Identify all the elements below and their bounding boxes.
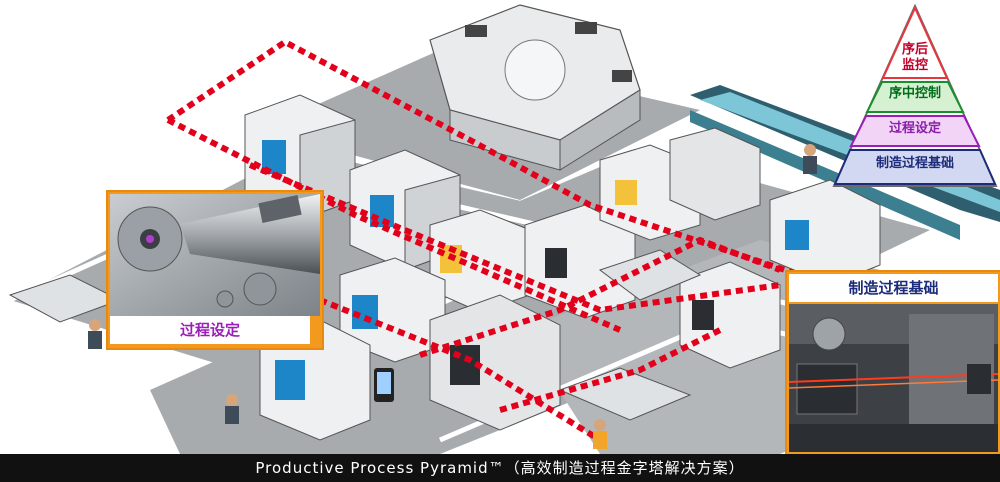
pyramid-level-in-process: 序中控制 bbox=[832, 86, 998, 102]
footer-caption: Productive Process Pyramid™（高效制造过程金字塔解决方… bbox=[0, 454, 1000, 482]
handheld-device bbox=[374, 368, 394, 402]
workers bbox=[88, 144, 817, 449]
process-setting-callout: 过程设定 bbox=[106, 190, 324, 350]
laser-toolsetter-photo bbox=[789, 304, 998, 452]
process-pyramid: 序后 监控 序中控制 过程设定 制造过程基础 bbox=[832, 3, 998, 188]
rotary-machining-center bbox=[429, 4, 641, 171]
process-setting-caption: 过程设定 bbox=[110, 316, 310, 344]
pyramid-level-in-process-label: 序中控制 bbox=[888, 86, 941, 101]
pyramid-level-process-setting: 过程设定 bbox=[832, 121, 998, 137]
probe-photo bbox=[110, 194, 320, 316]
pyramid-level-process-foundation: 制造过程基础 bbox=[832, 156, 998, 172]
callout-pointer bbox=[310, 318, 320, 344]
pyramid-graphic bbox=[832, 3, 998, 187]
pyramid-level-post-process-label: 序后 监控 bbox=[901, 42, 928, 73]
process-foundation-caption: 制造过程基础 bbox=[789, 274, 998, 302]
process-foundation-callout: 制造过程基础 bbox=[785, 270, 1000, 458]
cnc-machines bbox=[8, 94, 881, 441]
process-path bbox=[166, 38, 801, 443]
pyramid-level-post-process: 序后 监控 bbox=[832, 42, 998, 74]
pyramid-level-process-setting-label: 过程设定 bbox=[888, 121, 941, 136]
pyramid-level-process-foundation-label: 制造过程基础 bbox=[875, 156, 954, 171]
